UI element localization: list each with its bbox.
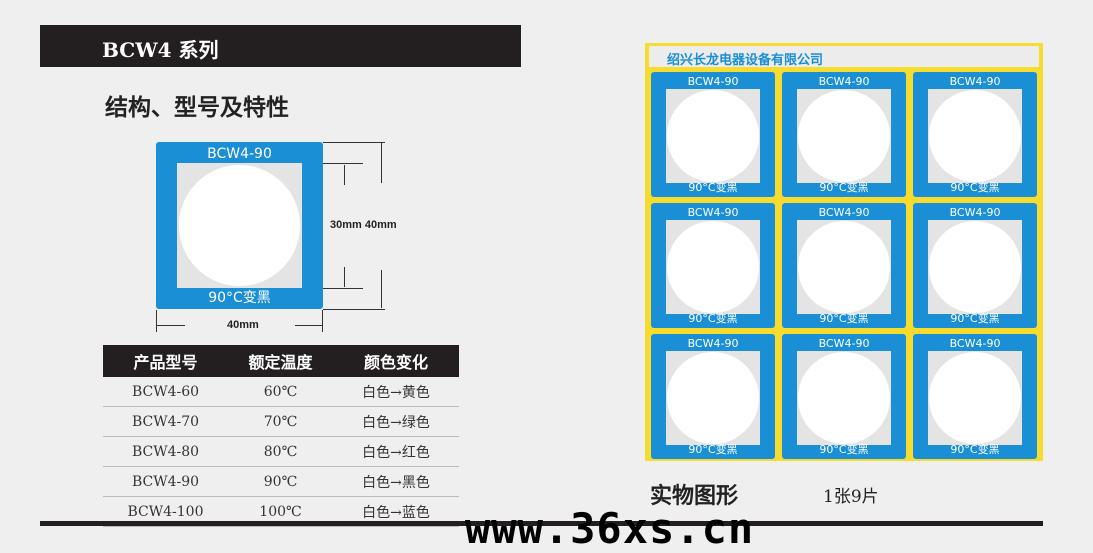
label-model: BCW4-90 [818,337,870,350]
label-model: BCW4-90 [687,75,739,88]
table-cell: 白色→蓝色 [362,504,430,521]
col-header: 产品型号 [133,353,198,372]
label-model: BCW4-90 [687,206,739,219]
label-text: 90°C变黑 [950,181,1000,194]
sheet-label: BCW4-90 90°C变黑 [913,334,1037,459]
label-text: 90°C变黑 [819,312,869,325]
table-row: BCW4-70 70℃ 白色→绿色 [103,407,459,437]
label-model: BCW4-90 [949,337,1001,350]
label-model: BCW4-90 [687,337,739,350]
indicator-circle [667,221,759,313]
table-cell: BCW4-80 [131,443,200,460]
label-text: 90°C变黑 [950,443,1000,456]
label-text: 90°C变黑 [208,290,271,306]
table-row: BCW4-80 80℃ 白色→红色 [103,437,459,467]
sheet-label: BCW4-90 90°C变黑 [913,203,1037,328]
label-model: BCW4-90 [949,75,1001,88]
table-header: 产品型号 额定温度 颜色变化 [103,345,459,377]
indicator-circle [798,352,890,444]
caption-count: 1张9片 [823,487,879,507]
table-cell: 90℃ [263,473,298,490]
label-window [177,163,302,288]
sheet-label: BCW4-90 90°C变黑 [782,72,906,197]
dim-horizontal: 40mm [227,319,259,331]
table-cell: 60℃ [263,383,298,400]
dim-arrow [344,267,345,287]
dim-line [323,288,363,289]
sheet-label: BCW4-90 90°C变黑 [782,203,906,328]
table-row: BCW4-100 100℃ 白色→蓝色 [103,497,459,527]
table-cell: 80℃ [263,443,298,460]
col-header: 额定温度 [248,353,313,372]
label-window [797,220,891,314]
dim-line [323,309,385,310]
indicator-circle [929,90,1021,182]
header-bar: BCW4 系列 [40,25,521,67]
dim-arrow [381,143,382,183]
table-cell: 白色→黄色 [362,384,430,401]
indicator-circle [667,90,759,182]
dim-line [323,163,363,164]
label-window [797,89,891,183]
dim-line [323,142,385,143]
table-row: BCW4-90 90℃ 白色→黑色 [103,467,459,497]
label-text: 90°C变黑 [688,181,738,194]
company-name: 绍兴长龙电器设备有限公司 [649,46,1039,68]
label-text: 90°C变黑 [688,312,738,325]
label-model: BCW4-90 [818,206,870,219]
dim-arrow [157,325,185,326]
dim-arrow [295,325,322,326]
table-cell: BCW4-70 [131,413,200,430]
sheet-label: BCW4-90 90°C变黑 [651,72,775,197]
label-window [666,89,760,183]
label-text: 90°C变黑 [688,443,738,456]
dim-vertical: 30mm 40mm [330,219,397,231]
sheet-label: BCW4-90 90°C变黑 [651,334,775,459]
indicator-circle [929,352,1021,444]
table-cell: BCW4-60 [131,383,200,400]
label-window [928,351,1022,445]
table-row: BCW4-60 60℃ 白色→黄色 [103,377,459,407]
table-cell: 白色→绿色 [362,414,430,431]
label-model: BCW4-90 [949,206,1001,219]
table-cell: 70℃ [263,413,298,430]
dim-arrow [344,165,345,185]
table-cell: 白色→红色 [362,444,430,461]
label-model: BCW4-90 [818,75,870,88]
indicator-circle [798,221,890,313]
label-text: 90°C变黑 [950,312,1000,325]
indicator-circle [667,352,759,444]
label-window [666,220,760,314]
sheet-label: BCW4-90 90°C变黑 [782,334,906,459]
caption-title: 实物图形 [650,483,739,509]
watermark: www.36xs.cn [465,504,755,553]
indicator-circle [179,165,300,286]
label-model: BCW4-90 [207,146,272,162]
label-window [797,351,891,445]
sheet-label: BCW4-90 90°C变黑 [913,72,1037,197]
col-header: 颜色变化 [363,353,428,372]
indicator-circle [798,90,890,182]
header-title: BCW4 系列 [102,38,219,62]
bottom-rule [40,521,1043,526]
spec-table: 产品型号 额定温度 颜色变化 BCW4-60 60℃ 白色→黄色 BCW4-70 70℃… [103,345,459,527]
sheet-label: BCW4-90 90°C变黑 [651,203,775,328]
dim-line [322,310,323,332]
label-window [666,351,760,445]
table-cell: BCW4-90 [131,473,200,490]
dim-arrow [381,270,382,308]
table-cell: 白色→黑色 [362,474,430,491]
label-window [928,220,1022,314]
dim-line [156,310,157,332]
label-text: 90°C变黑 [819,181,869,194]
section-subtitle: 结构、型号及特性 [105,94,289,121]
table-cell: 100℃ [259,503,302,520]
label-diagram: BCW4-90 90°C变黑 [156,142,323,309]
label-text: 90°C变黑 [819,443,869,456]
table-cell: BCW4-100 [127,503,204,520]
indicator-circle [929,221,1021,313]
label-window [928,89,1022,183]
